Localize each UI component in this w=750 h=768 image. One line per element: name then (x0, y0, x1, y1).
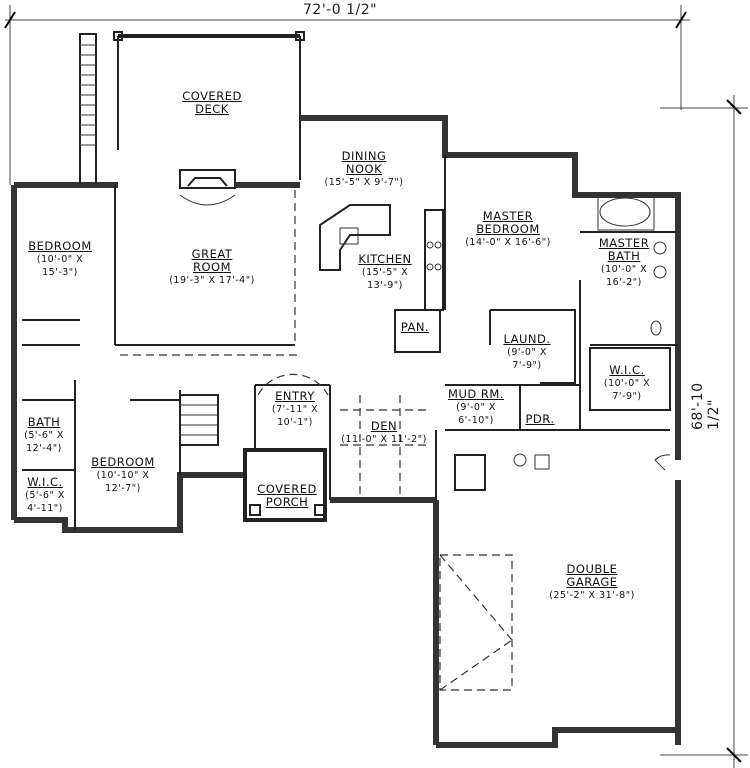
room-bath: BATH (5'-6" X 12'-4") (24, 415, 64, 455)
room-dining-nook: DINING NOOK (15'-5" X 9'-7") (324, 149, 404, 189)
room-den: DEN (11'-0" X 11'-2") (341, 419, 427, 446)
room-bedroom-left: BEDROOM (10'-0" X 15'-3") (28, 239, 92, 279)
overall-depth-label: 68'-10 1/2" (690, 382, 722, 430)
room-master-bath: MASTER BATH (10'-0" X 16'-2") (598, 236, 650, 289)
interior-walls (22, 155, 678, 691)
room-master-bedroom: MASTER BEDROOM (14'-0" X 16'-6") (465, 209, 551, 249)
overall-width-label: 72'-0 1/2" (303, 2, 378, 18)
room-pantry: PAN. (400, 320, 430, 334)
exterior-walls (11, 115, 681, 748)
room-covered-deck: COVERED DECK (182, 89, 242, 116)
room-powder: PDR. (525, 412, 555, 426)
room-master-wic: W.I.C. (10'-0" X 7'-9") (603, 363, 651, 403)
room-lower-wic: W.I.C. (5'-6" X 4'-11") (25, 475, 65, 515)
room-double-garage: DOUBLE GARAGE (25'-2" X 31'-8") (549, 562, 635, 602)
room-laundry: LAUND. (9'-0" X 7'-9") (503, 332, 551, 372)
room-great-room: GREAT ROOM (19'-3" X 17'-4") (169, 247, 255, 287)
room-entry: ENTRY (7'-11" X 10'-1") (271, 389, 319, 429)
room-kitchen: KITCHEN (15'-5" X 13'-9") (358, 252, 412, 292)
room-mud-room: MUD RM. (9'-0" X 6'-10") (448, 387, 504, 427)
width-dimension-line (4, 5, 690, 185)
room-bedroom-lower: BEDROOM (10'-10" X 12'-7") (91, 455, 155, 495)
room-covered-porch: COVERED PORCH (257, 482, 317, 509)
covered-deck-structure (79, 31, 305, 206)
depth-dimension-line (660, 95, 748, 768)
